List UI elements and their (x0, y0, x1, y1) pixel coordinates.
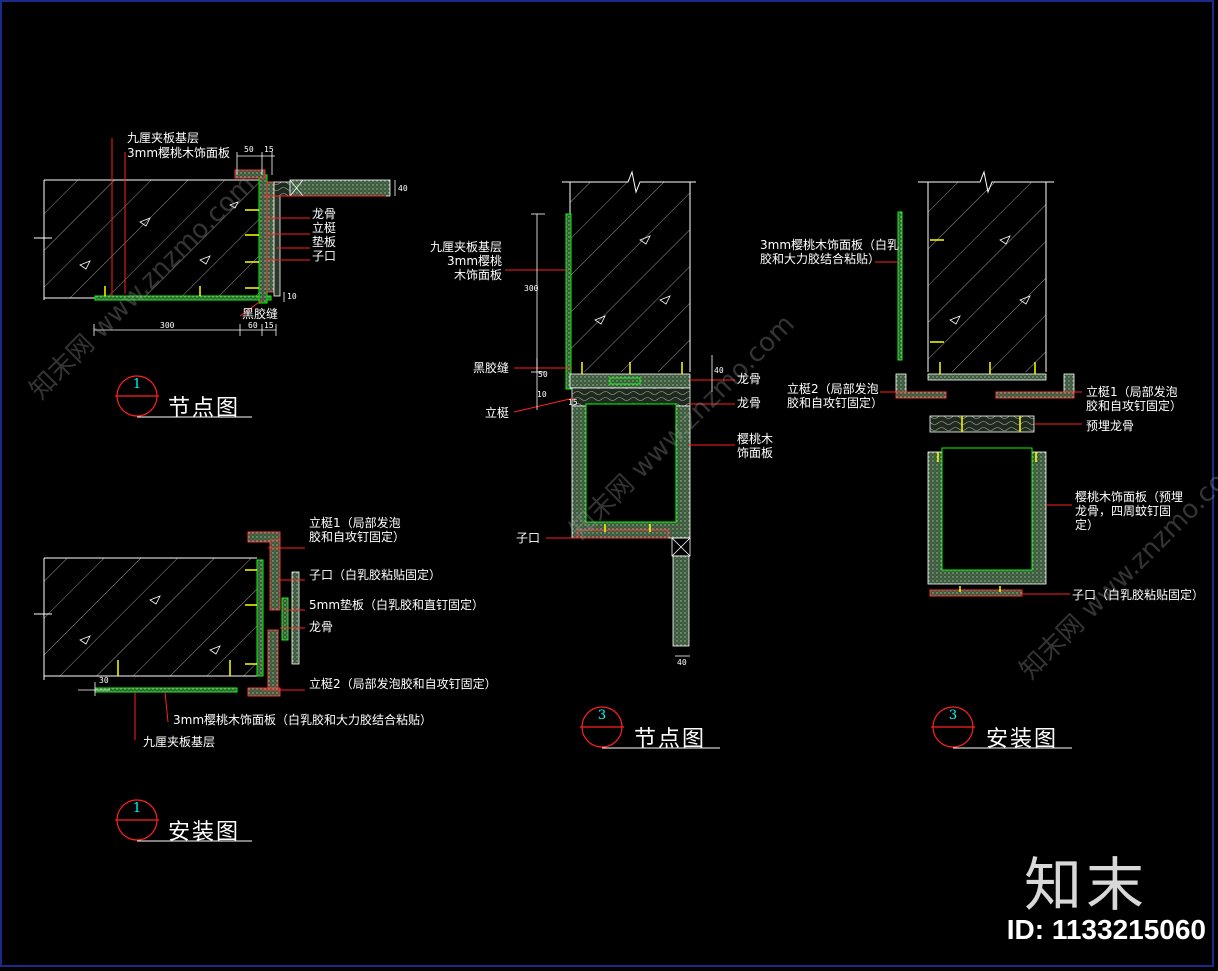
dim-d: 40 (714, 366, 724, 375)
label-pad: 垫板 (312, 235, 337, 249)
dim-bottom-a: 60 (248, 321, 258, 330)
view3-node-drawing (505, 170, 735, 657)
veneer-strip (94, 295, 272, 301)
image-id-watermark: ID: 1133215060 (1006, 914, 1206, 945)
view1-install-title: 安装图 (168, 820, 241, 845)
label-glue-seam: 黑胶缝 (473, 361, 510, 375)
label-keel-2: 龙骨 (737, 396, 762, 410)
label-trim: 子口（白乳胶粘贴固定） (1072, 588, 1205, 602)
dim-a: 50 (538, 370, 548, 379)
dim-top2: 15 (264, 145, 274, 154)
label-pre-keel: 预埋龙骨 (1086, 419, 1135, 433)
label-plywood: 九厘夹板基层 (143, 735, 216, 749)
label-veneer: 3mm樱桃木饰面板（白乳 胶和大力胶结合粘贴） (760, 238, 900, 266)
view1-node-drawing (34, 138, 396, 336)
view1-node-number: 1 (132, 377, 142, 392)
view1-install-drawing (34, 531, 305, 740)
label-keel: 龙骨 (309, 620, 334, 634)
label-trim: 子口 (312, 249, 337, 263)
view3-install-title: 安装图 (986, 727, 1059, 752)
dim-top1: 50 (244, 145, 254, 154)
door-slab (289, 179, 391, 197)
dim-bottom-b: 15 (264, 321, 274, 330)
label-pad: 5mm垫板（白乳胶和直钉固定） (309, 598, 485, 612)
view3-install-number: 3 (948, 708, 958, 723)
dim-bottom-total: 300 (160, 321, 175, 330)
label-veneer: 3mm樱桃木饰面板 (127, 146, 231, 160)
label-post: 立梃 (485, 406, 510, 420)
label-cherry-panel: 樱桃木 饰面板 (737, 432, 774, 460)
dim-height: 300 (524, 284, 539, 293)
label-trim: 子口 (516, 531, 541, 545)
dim-small: 10 (287, 292, 297, 301)
label-post2: 立梃2（局部发泡胶和自攻钉固定） (309, 677, 497, 691)
view3-node-number: 3 (597, 708, 607, 723)
view1-node-title: 节点图 (168, 396, 241, 421)
label-trim: 子口（白乳胶粘贴固定） (309, 568, 442, 582)
label-post1: 立梃1（局部发泡 胶和自攻钉固定） (1086, 385, 1183, 413)
dim-right: 40 (398, 184, 408, 193)
dim-b: 10 (537, 390, 547, 399)
dim-left: 30 (99, 676, 109, 685)
view3-node-symbol (580, 706, 720, 749)
label-post2: 立梃2（局部发泡 胶和自攻钉固定） (787, 382, 884, 410)
brand-watermark: 知末 (1023, 851, 1148, 919)
label-keel-1: 龙骨 (737, 372, 762, 386)
label-cherry-panel: 樱桃木饰面板（预埋 龙骨，四周蚊钉固 定） (1075, 490, 1184, 532)
label-glue-seam: 黑胶缝 (242, 307, 279, 321)
label-post: 立梃 (312, 221, 337, 235)
view1-node-symbol (115, 375, 252, 418)
concrete-wall (44, 180, 259, 298)
label-keel: 龙骨 (312, 207, 337, 221)
label-plywood: 九厘夹板基层 (127, 131, 200, 145)
dim-bottom: 40 (677, 658, 687, 667)
dim-c: 15 (568, 398, 578, 407)
label-post1: 立梃1（局部发泡 胶和自攻钉固定） (309, 516, 406, 544)
view3-install-symbol (931, 706, 1072, 749)
view3-install-drawing (875, 170, 1082, 597)
view3-node-title: 节点图 (634, 727, 707, 752)
view1-install-symbol (115, 799, 252, 842)
view1-install-number: 1 (132, 801, 142, 816)
label-plywood-veneer: 九厘夹板基层 3mm樱桃 木饰面板 (430, 240, 503, 282)
label-veneer: 3mm樱桃木饰面板（白乳胶和大力胶结合粘贴） (173, 713, 433, 727)
